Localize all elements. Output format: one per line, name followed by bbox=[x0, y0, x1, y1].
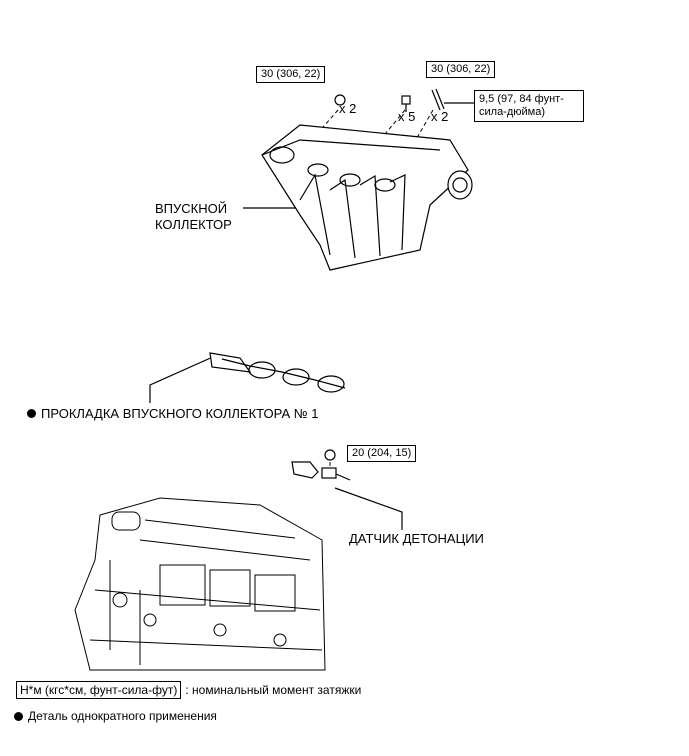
legend-torque: Н*м (кгс*см, фунт-сила-фут) : номинальны… bbox=[16, 681, 361, 699]
gasket-leader bbox=[149, 355, 216, 403]
left-nut-icon bbox=[334, 94, 346, 106]
non-reusable-bullet-icon bbox=[14, 711, 23, 721]
knock-sensor-illustration bbox=[291, 449, 351, 481]
stud-icon bbox=[431, 88, 445, 111]
qty-left-nuts: x 2 bbox=[339, 101, 357, 116]
torque-spec-knock-sensor-nut: 20 (204, 15) bbox=[347, 445, 417, 462]
torque-spec-stud: 9,5 (97, 84 фунт-сила-дюйма) bbox=[474, 90, 584, 122]
legend-non-reusable-text: Деталь однократного применения bbox=[28, 709, 217, 723]
legend-non-reusable: Деталь однократного применения bbox=[14, 709, 217, 723]
intake-manifold-illustration bbox=[261, 124, 473, 271]
legend-torque-units: Н*м (кгс*см, фунт-сила-фут) bbox=[16, 681, 182, 699]
legend-torque-desc: : номинальный момент затяжки bbox=[185, 683, 362, 697]
bolt-icon bbox=[401, 95, 411, 112]
non-reusable-bullet-icon bbox=[27, 409, 36, 418]
torque-spec-intake-bolt-left: 30 (306, 22) bbox=[256, 66, 326, 83]
qty-studs: x 2 bbox=[431, 109, 449, 124]
label-intake-manifold-line2: КОЛЛЕКТОР bbox=[155, 217, 232, 232]
label-gasket: ПРОКЛАДКА ВПУСКНОГО КОЛЛЕКТОРА № 1 bbox=[27, 406, 319, 422]
qty-bolts: x 5 bbox=[398, 109, 416, 124]
engine-block-illustration bbox=[74, 497, 326, 671]
torque-spec-intake-bolt-right: 30 (306, 22) bbox=[426, 61, 496, 78]
knock-sensor-leader bbox=[334, 487, 403, 530]
label-knock-sensor: ДАТЧИК ДЕТОНАЦИИ bbox=[349, 531, 484, 546]
label-gasket-text: ПРОКЛАДКА ВПУСКНОГО КОЛЛЕКТОРА № 1 bbox=[41, 406, 319, 421]
gasket-illustration bbox=[209, 352, 346, 393]
label-intake-manifold-line1: ВПУСКНОЙ bbox=[155, 201, 228, 216]
